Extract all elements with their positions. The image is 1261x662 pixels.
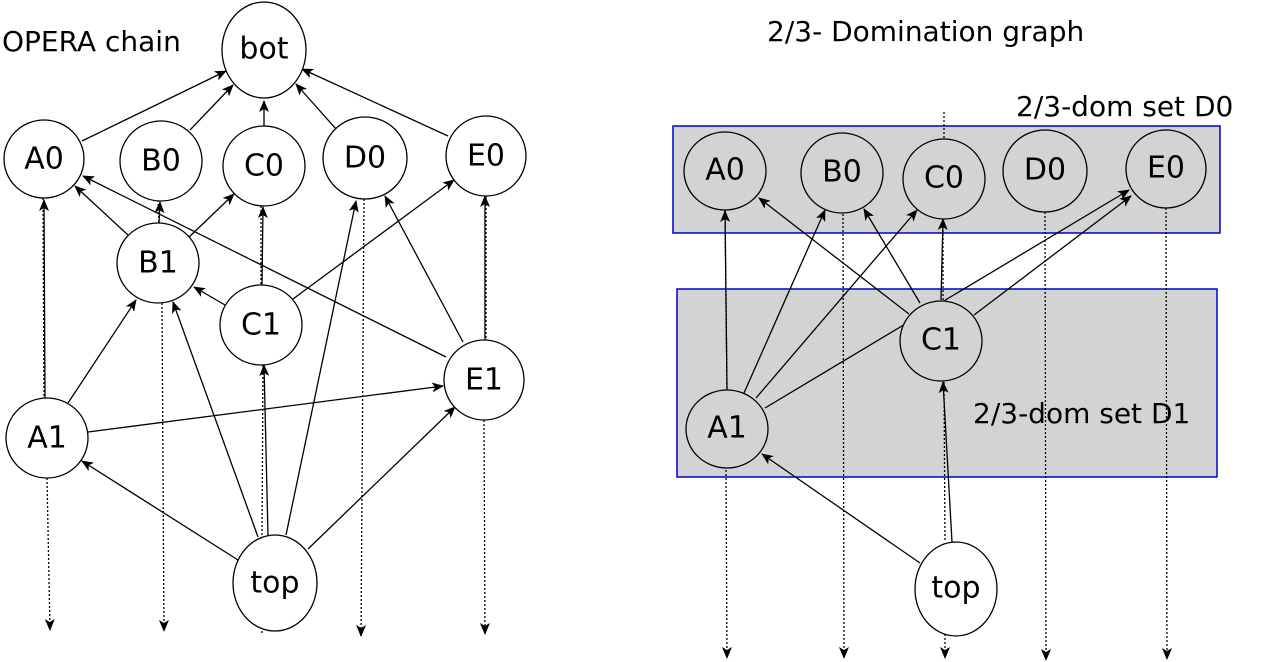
node-label-b1: B1 xyxy=(138,246,178,281)
node-e1 xyxy=(443,339,525,421)
node-label-b0: B0 xyxy=(141,144,181,179)
dom-set-d0-label: 2/3-dom set D0 xyxy=(1016,90,1233,123)
node-label-d0-r: D0 xyxy=(1024,153,1066,188)
node-a1-r xyxy=(685,389,769,469)
dom-set-d1-label: 2/3-dom set D1 xyxy=(973,397,1190,430)
left-edges xyxy=(39,68,490,561)
dotted-a0-a1 xyxy=(42,197,45,399)
node-bot xyxy=(221,1,307,99)
left-labels: OPERA chain bot A0 B0 C0 D0 E0 B1 C1 E1 … xyxy=(2,25,505,601)
node-label-a0: A0 xyxy=(24,142,64,177)
edge-a1-a0 xyxy=(39,199,50,399)
dotted-b0-b1 xyxy=(157,199,160,225)
edge-a1-b0-r xyxy=(743,209,826,394)
node-b1 xyxy=(116,222,200,304)
edge-a0-bot xyxy=(81,70,227,142)
dotted-e0-down-r xyxy=(1161,207,1172,660)
right-nodes xyxy=(683,129,1207,637)
edge-c1-a0-r xyxy=(758,197,910,315)
edge-e1-d0 xyxy=(384,195,464,343)
node-label-top-r: top xyxy=(931,571,980,606)
dotted-a1-down-r xyxy=(721,469,732,659)
edge-top-d0 xyxy=(285,200,359,536)
edge-a1-a0-r xyxy=(720,210,731,391)
node-label-bot: bot xyxy=(239,32,288,67)
node-label-e1: E1 xyxy=(465,363,503,398)
dotted-d0-down xyxy=(356,198,367,637)
edge-b0-bot xyxy=(189,84,234,131)
edge-e1-a0 xyxy=(82,175,447,358)
dotted-e1-down xyxy=(479,419,490,635)
node-e0 xyxy=(445,115,527,197)
dotted-d0-down-r xyxy=(1040,211,1051,661)
edge-c1-b0-r xyxy=(863,208,921,304)
edge-b1-c0 xyxy=(186,193,235,240)
node-label-a1-r: A1 xyxy=(707,411,747,446)
left-nodes xyxy=(3,1,527,632)
node-c0 xyxy=(222,125,306,207)
right-labels: 2/3- Domination graph 2/3-dom set D0 2/3… xyxy=(705,15,1233,606)
edge-e0-bot xyxy=(301,68,449,137)
node-label-d0: D0 xyxy=(344,141,386,176)
edge-a1-e0-r xyxy=(764,189,1130,409)
node-c1-r xyxy=(899,300,983,382)
dotted-b1-down xyxy=(158,302,169,632)
node-d0-r xyxy=(1002,129,1088,213)
edge-top-a1-r xyxy=(761,453,921,564)
node-b0-r xyxy=(800,132,884,214)
node-label-a1: A1 xyxy=(27,421,67,456)
node-label-e0-r: E0 xyxy=(1147,151,1185,186)
node-d0 xyxy=(322,116,408,200)
node-label-c1: C1 xyxy=(241,308,281,343)
node-label-b0-r: B0 xyxy=(822,155,862,190)
node-c0-r xyxy=(902,138,986,220)
node-label-a0-r: A0 xyxy=(705,153,745,188)
node-a0-r xyxy=(683,131,767,211)
node-label-top: top xyxy=(250,566,299,601)
node-a0 xyxy=(3,119,85,199)
dotted-top-c1 xyxy=(261,364,264,537)
node-e0-r xyxy=(1125,129,1207,209)
node-a1 xyxy=(5,397,89,479)
node-label-e0: E0 xyxy=(467,139,505,174)
edge-c1-e0-r xyxy=(973,195,1132,316)
edge-c1-e0 xyxy=(292,179,455,300)
edge-a1-c0-r xyxy=(755,209,918,399)
edge-top-c1-r xyxy=(938,381,953,543)
node-c1 xyxy=(219,284,303,366)
edge-c1-c0 xyxy=(257,206,268,286)
node-label-c1-r: C1 xyxy=(921,323,961,358)
edge-top-e1 xyxy=(307,406,456,550)
dotted-c1-top xyxy=(943,381,946,543)
right-graph-title: 2/3- Domination graph xyxy=(767,15,1084,48)
node-label-c0-r: C0 xyxy=(924,161,964,196)
left-graph-title: OPERA chain xyxy=(2,25,181,58)
edge-top-b1 xyxy=(172,301,259,538)
left-dotted-lines xyxy=(42,196,490,637)
edge-top-c1 xyxy=(259,364,270,536)
edge-c1-c0-r xyxy=(937,218,948,301)
edge-d0-bot xyxy=(295,83,337,130)
node-top xyxy=(232,534,318,632)
edge-c1-b1 xyxy=(193,286,226,306)
edge-top-a1 xyxy=(81,460,239,561)
node-top-r xyxy=(914,541,998,637)
edge-a1-b1 xyxy=(67,299,137,404)
edge-b1-a0 xyxy=(74,185,129,236)
node-b0 xyxy=(119,120,203,202)
dotted-a1-down xyxy=(44,477,55,631)
node-label-c0: C0 xyxy=(244,149,284,184)
right-edges xyxy=(720,189,1132,564)
